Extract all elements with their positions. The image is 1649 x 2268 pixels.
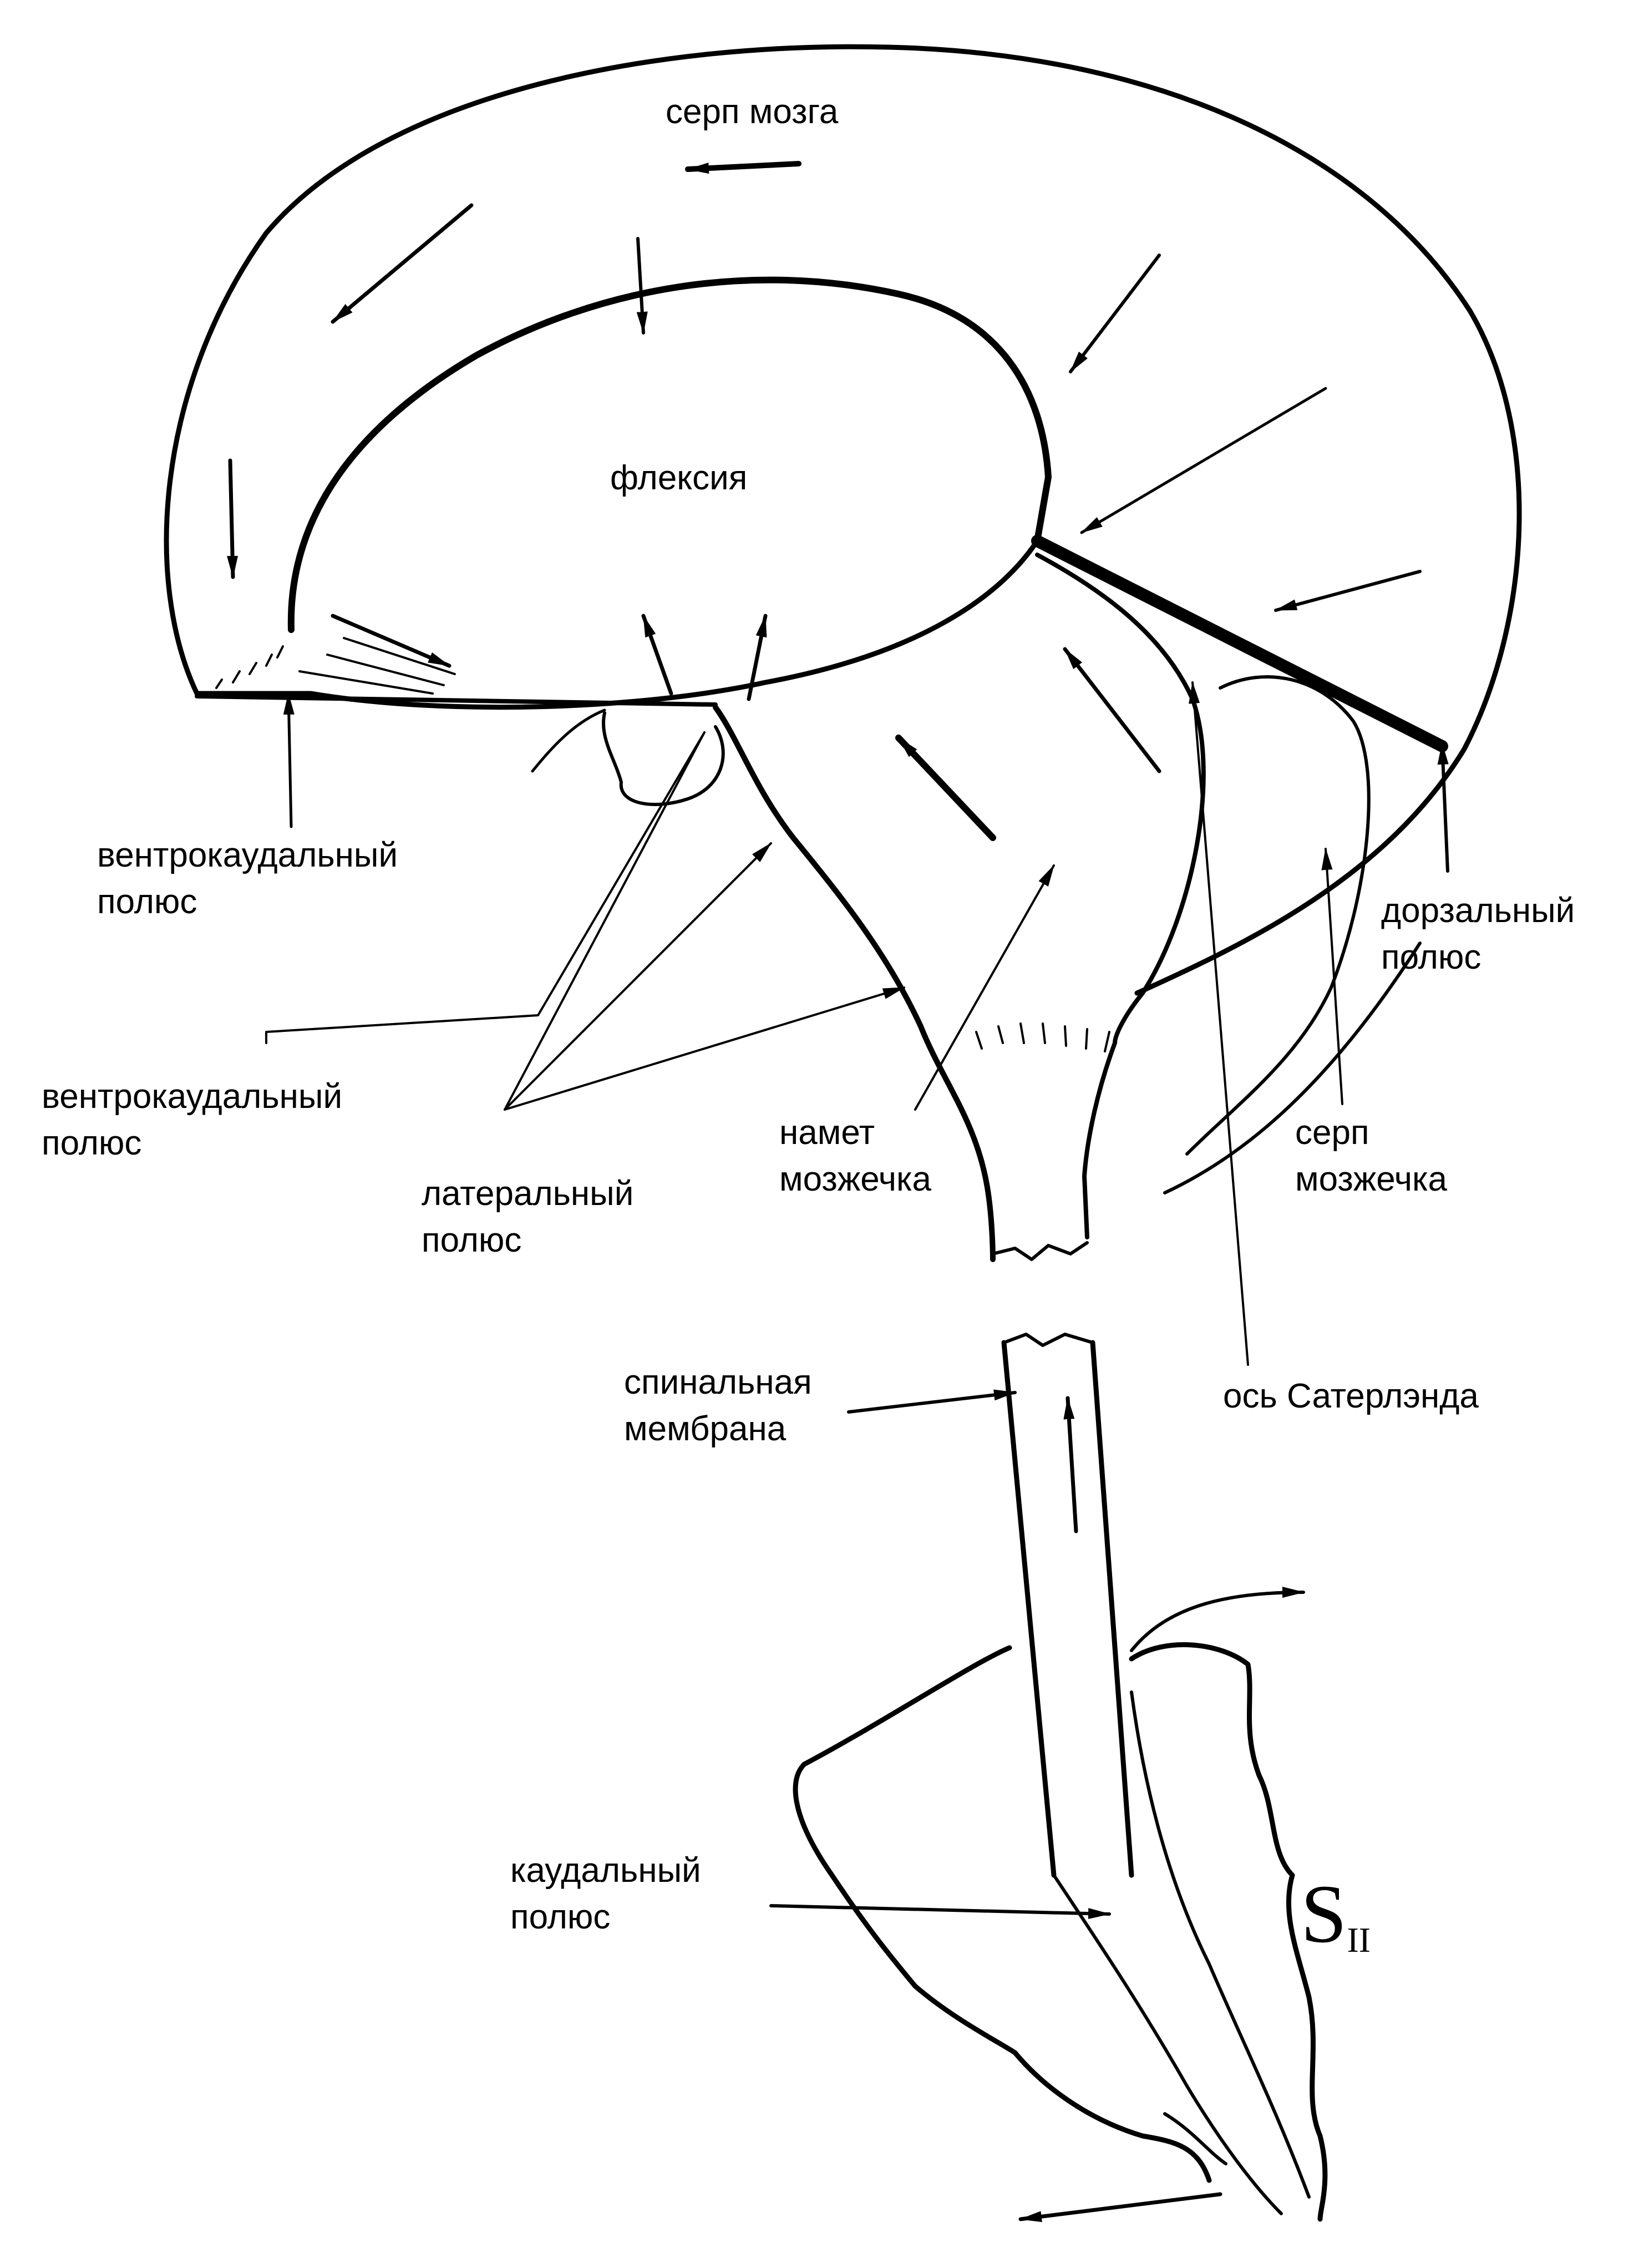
- sacrum-label: SII: [1301, 1870, 1371, 1984]
- falx-cerebelli: [1163, 941, 1422, 1194]
- sacral-canal-outer: [1052, 1874, 1283, 2215]
- label-sutherland-axis: ось Сатерлэнда: [1223, 1377, 1479, 1415]
- sacrum-posterior: [1129, 1642, 1328, 2222]
- label-flexion: флексия: [610, 459, 748, 497]
- straight-sinus: [1031, 535, 1448, 752]
- label-caudal-pole-line1: каудальный: [510, 1851, 701, 1890]
- arrow-right-mid: [1080, 387, 1327, 534]
- label-lateral-pole: латеральный полюс: [422, 1171, 633, 1264]
- label-spinal-membrane-line1: спинальная: [624, 1363, 812, 1401]
- leader-caudal: [769, 1904, 1111, 1920]
- arrow-falx-left: [331, 203, 474, 324]
- arrow-down-top: [636, 237, 648, 335]
- arrow-up-center1: [641, 614, 673, 696]
- tentorium-fold: [1185, 675, 1371, 1156]
- label-ventrocaudal-pole-2-line1: вентрокаудальный: [42, 1077, 343, 1116]
- sacral-canal-inner: [1130, 1690, 1311, 2199]
- label-falx-cerebri: серп мозга: [666, 93, 839, 131]
- leader-lateral-a: [504, 842, 772, 1111]
- spinal-tube-right: [1090, 1340, 1134, 1878]
- label-ventrocaudal-pole-1: вентрокаудальный полюс: [97, 832, 398, 925]
- label-dorsal-pole: дорзальный полюс: [1381, 888, 1575, 981]
- label-falx-cerebelli-line1: серп: [1295, 1113, 1369, 1152]
- falx-cerebri-outline: [164, 44, 1522, 996]
- leader-spinal: [847, 1389, 1017, 1414]
- flexion-oval: [287, 276, 1052, 633]
- spinal-tube-left: [1001, 1340, 1057, 1878]
- brainstem-hatching: [975, 1022, 1110, 1052]
- arrow-left-down: [227, 458, 239, 579]
- label-ventrocaudal-pole-1-line1: вентрокаудальный: [97, 836, 398, 874]
- arrow-right-top: [1069, 254, 1161, 373]
- sacrum-letter: S: [1301, 1868, 1347, 1960]
- label-lateral-pole-line1: латеральный: [422, 1174, 634, 1213]
- label-spinal-membrane: спинальная мембрана: [624, 1359, 812, 1452]
- label-falx-cerebelli: серп мозжечка: [1295, 1110, 1447, 1203]
- arrow-dorsal-up: [1437, 742, 1449, 873]
- leader-ventrocaudal-1: [283, 692, 295, 828]
- label-tentorium-line2: мозжечка: [779, 1160, 932, 1198]
- tentorium-left-edge: [713, 705, 996, 1262]
- arrow-tentorium-up2: [1063, 647, 1161, 773]
- arrow-spinal-up: [1063, 1396, 1078, 1533]
- leader-falx-cerebelli: [1321, 848, 1343, 1105]
- label-dorsal-pole-line2: полюс: [1381, 938, 1481, 976]
- label-caudal-pole-line2: полюс: [510, 1898, 611, 1936]
- arrow-tentorium-up1: [895, 735, 996, 841]
- label-spinal-membrane-line2: мембрана: [624, 1410, 787, 1448]
- arrow-falx-top: [685, 161, 801, 174]
- coccyx-tip: [1163, 2112, 1227, 2165]
- leader-lateral-b: [504, 986, 905, 1111]
- label-falx-cerebelli-line2: мозжечка: [1295, 1160, 1448, 1198]
- brainstem-cut: [991, 1241, 1089, 1261]
- leader-lateral-c: [504, 731, 706, 1111]
- label-tentorium-line1: намет: [779, 1113, 875, 1152]
- leader-ventrocaudal-2: [265, 731, 706, 1044]
- arrow-bottom-left: [331, 614, 451, 668]
- arrow-right-low: [1274, 570, 1422, 612]
- leader-tentorium: [914, 864, 1055, 1111]
- label-ventrocaudal-pole-2-line2: полюс: [42, 1124, 142, 1162]
- tentorium-right-edge: [1035, 553, 1206, 1239]
- arrow-bottom-left-sacrum: [1018, 2192, 1222, 2223]
- pituitary: [602, 711, 725, 806]
- label-dorsal-pole-line1: дорзальный: [1381, 892, 1575, 930]
- clinoid-line: [531, 708, 606, 773]
- leader-sutherland: [1189, 681, 1249, 1366]
- label-caudal-pole: каудальный полюс: [510, 1847, 701, 1941]
- label-ventrocaudal-pole-1-line2: полюс: [97, 883, 197, 921]
- ventrocaudal-hatching: [215, 637, 456, 695]
- arrow-up-center2: [747, 614, 768, 701]
- label-lateral-pole-line2: полюс: [422, 1221, 522, 1259]
- sacrum-subscript: II: [1347, 1920, 1371, 1960]
- label-tentorium: намет мозжечка: [779, 1110, 931, 1203]
- label-ventrocaudal-pole-2: вентрокаудальный полюс: [42, 1074, 342, 1167]
- spinal-tube-top: [1002, 1333, 1094, 1347]
- flexion-oval-bottom: [194, 538, 1040, 710]
- arrow-sacrum-right: [1130, 1587, 1305, 1652]
- sacrum-outline: [793, 1645, 1212, 2183]
